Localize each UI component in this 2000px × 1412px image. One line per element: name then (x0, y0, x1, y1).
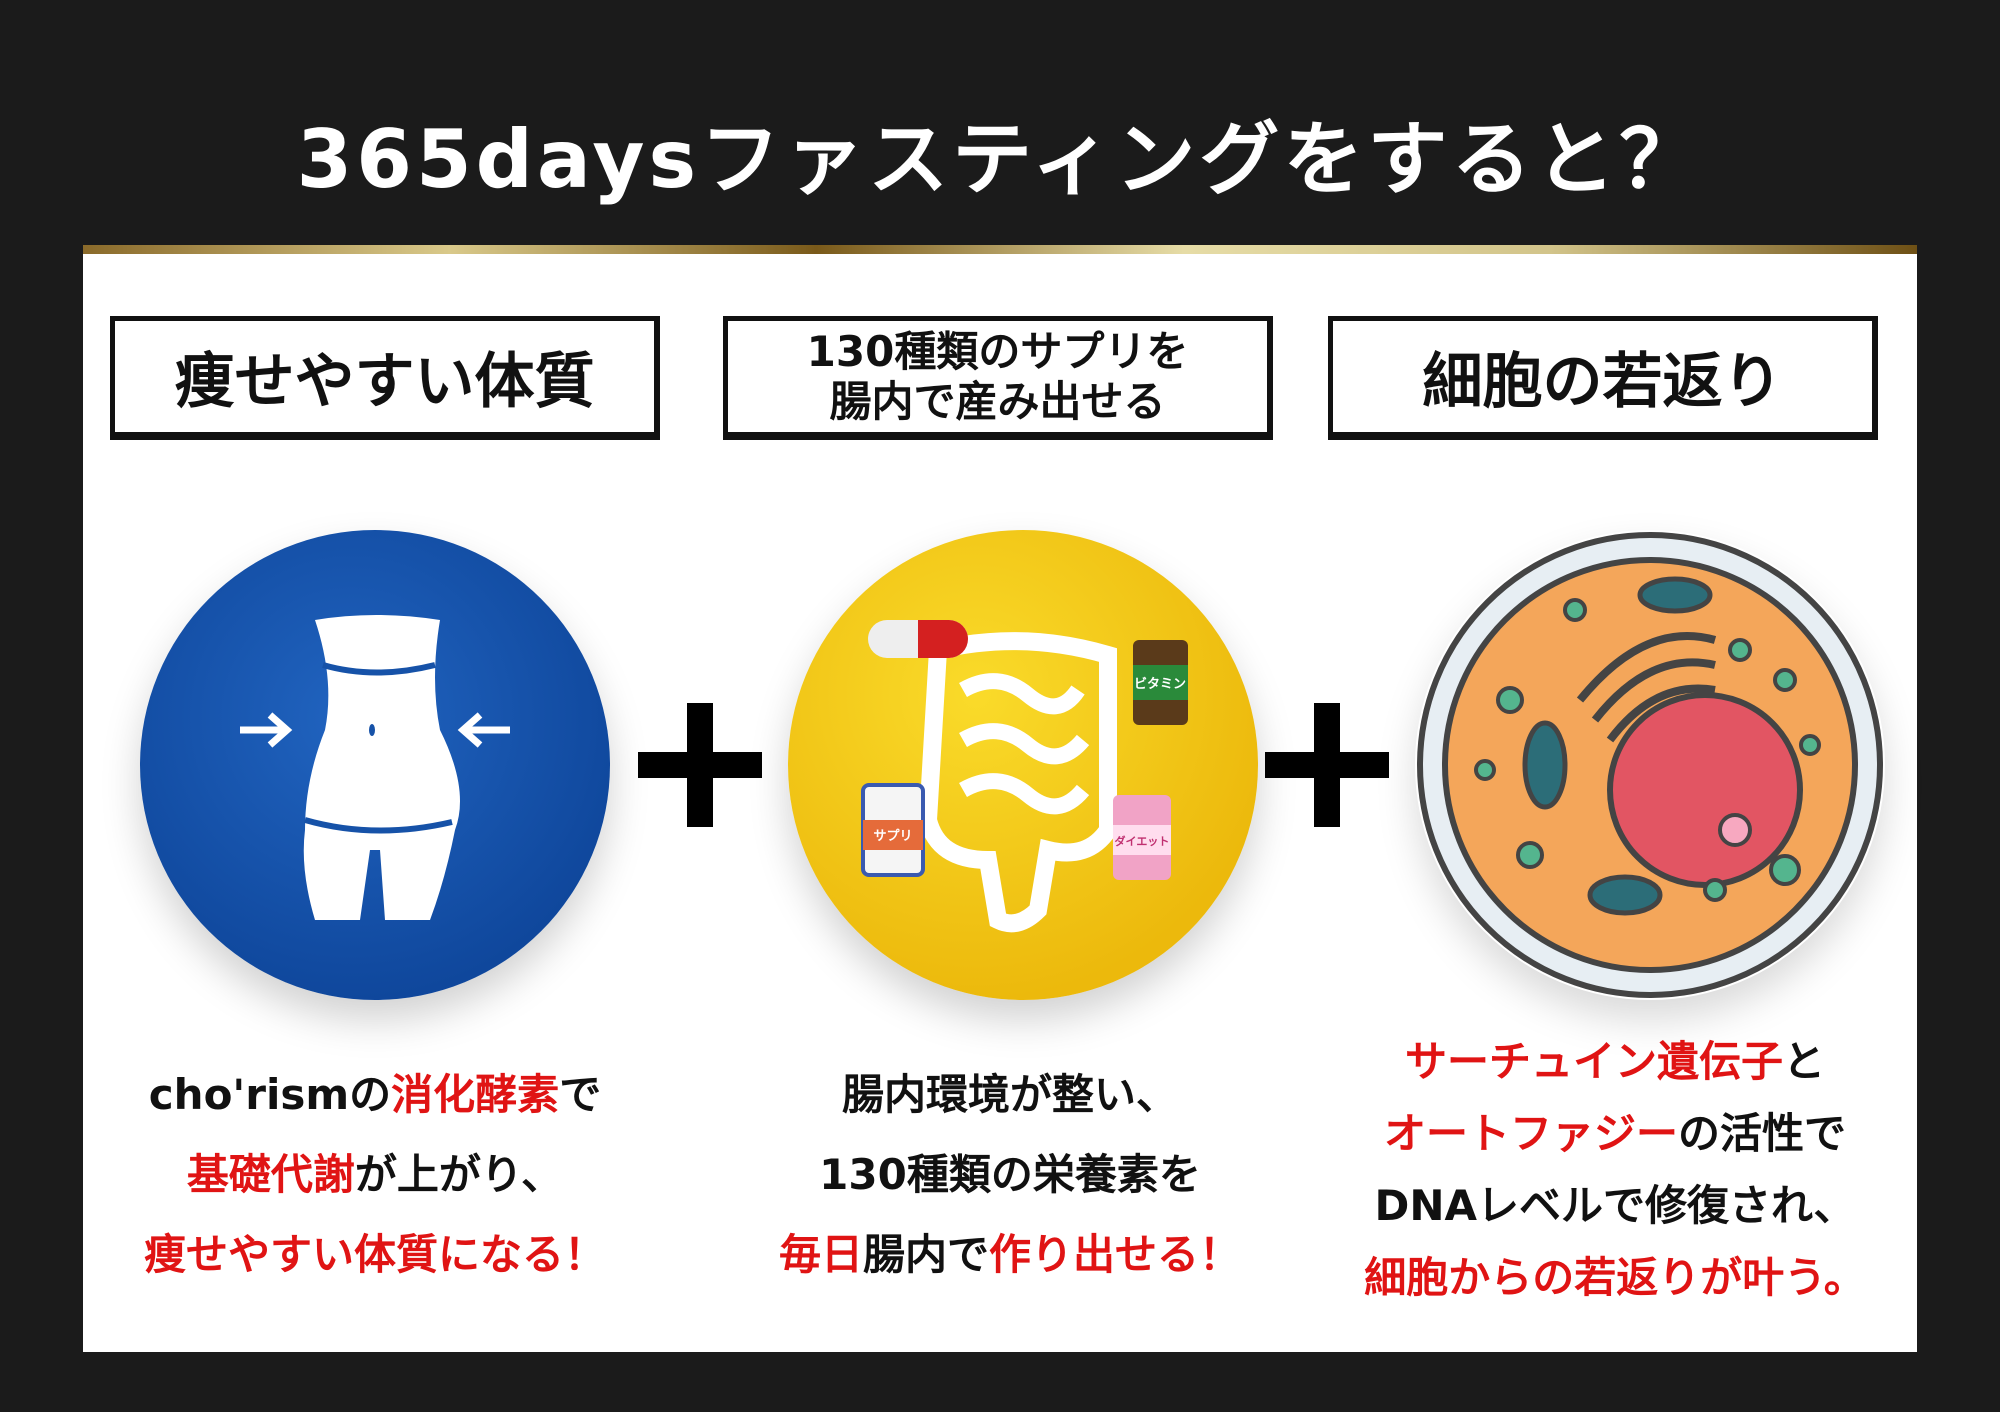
body-text: 腸内で (862, 1230, 989, 1279)
description-line: オートファジーの活性で (1330, 1098, 1900, 1170)
description-line: 腸内環境が整い、 (720, 1055, 1300, 1135)
highlight-text: 作り出せる！ (989, 1230, 1242, 1279)
description-line: 痩せやすい体質になる！ (85, 1215, 665, 1295)
description-line: サーチュイン遺伝子と (1330, 1026, 1900, 1098)
heading-text-line: 腸内で産み出せる (829, 376, 1166, 426)
body-text: の活性で (1678, 1109, 1847, 1158)
plus-icon (1265, 703, 1389, 827)
heading-text-line: 130種類のサプリを (806, 326, 1189, 376)
heading-box-slim: 痩せやすい体質 (110, 316, 660, 440)
body-text: DNAレベルで修復され、 (1374, 1181, 1856, 1230)
cell-icon (1415, 530, 1885, 1000)
heading-box-supplements: 130種類のサプリを腸内で産み出せる (723, 316, 1273, 440)
highlight-text: 基礎代謝 (186, 1150, 355, 1199)
gold-divider (83, 245, 1917, 254)
description-line: 130種類の栄養素を (720, 1135, 1300, 1215)
slim-waist-icon (140, 530, 610, 1000)
vitamin-label: ビタミン (1134, 676, 1186, 692)
supple-label: サプリ (873, 829, 912, 844)
page-title: 365daysファスティングをすると？ (296, 113, 1704, 206)
body-text: が上がり、 (354, 1150, 564, 1199)
description-slim: cho'rismの消化酵素で基礎代謝が上がり、痩せやすい体質になる！ (85, 1055, 665, 1295)
intestine-supplements-icon: ビタミン サプリ ダイエット (788, 530, 1258, 1000)
highlight-text: サーチュイン遺伝子 (1404, 1037, 1783, 1086)
description-line: 毎日腸内で作り出せる！ (720, 1215, 1300, 1295)
diet-label: ダイエット (1115, 834, 1170, 848)
highlight-text: オートファジー (1383, 1109, 1678, 1158)
plus-icon (638, 703, 762, 827)
description-line: cho'rismの消化酵素で (85, 1055, 665, 1135)
description-supplements: 腸内環境が整い、 130種類の栄養素を毎日腸内で作り出せる！ (720, 1055, 1300, 1295)
heading-box-rejuvenation: 細胞の若返り (1328, 316, 1878, 440)
body-text: 腸内環境が整い、 (841, 1070, 1178, 1119)
highlight-text: 消化酵素 (391, 1070, 560, 1119)
body-text: で (559, 1070, 602, 1119)
heading-text: 細胞の若返り (1422, 347, 1783, 417)
highlight-text: 毎日 (778, 1230, 863, 1279)
body-text: cho'rismの (148, 1070, 392, 1119)
body-text: 130種類の栄養素を (819, 1150, 1201, 1199)
highlight-text: 細胞からの若返りが叶う。 (1364, 1253, 1866, 1302)
highlight-text: 痩せやすい体質になる！ (143, 1230, 606, 1279)
description-line: 基礎代謝が上がり、 (85, 1135, 665, 1215)
heading-text: 痩せやすい体質 (174, 347, 595, 417)
description-line: DNAレベルで修復され、 (1330, 1170, 1900, 1242)
description-line: 細胞からの若返りが叶う。 (1330, 1242, 1900, 1314)
body-text: と (1783, 1037, 1826, 1086)
